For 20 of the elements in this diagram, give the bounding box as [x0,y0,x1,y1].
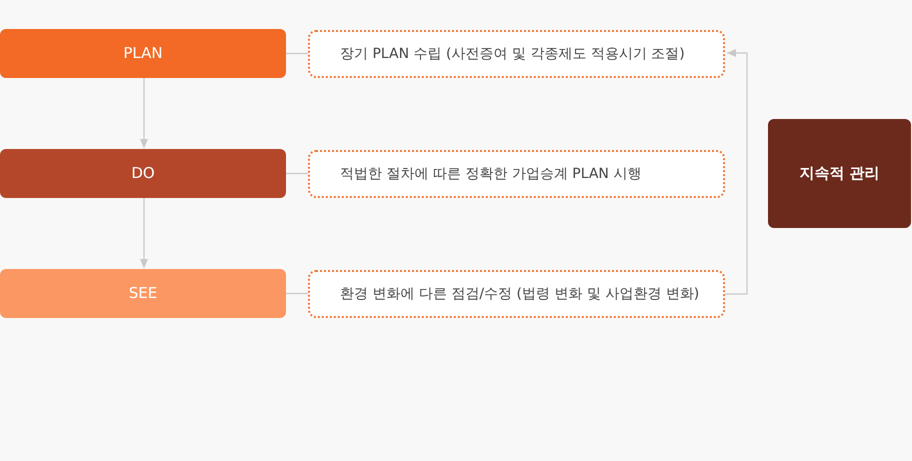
node-text: 지속적 관리 [799,163,880,184]
node-text: PLAN [123,43,163,64]
description-box [308,270,725,318]
description-box [308,150,725,198]
description-box [308,30,725,78]
step-box [0,149,286,198]
node-text: 환경 변화에 다른 점검/수정 (법령 변화 및 사업환경 변화) [340,284,700,304]
arrow [140,78,148,148]
connector-line [286,292,308,294]
step-box [0,269,286,318]
node-text: DO [131,163,155,184]
connector-line [286,172,308,174]
node-text: 장기 PLAN 수립 (사전증여 및 각종제도 적용시기 조절) [340,44,685,64]
step-box [0,29,286,78]
node-text: SEE [128,283,158,304]
connector-line [286,52,308,54]
arrow [140,198,148,268]
summary-box [768,119,911,228]
node-text: 적법한 절차에 따른 정확한 가업승계 PLAN 시행 [340,164,642,184]
arrow [725,49,748,295]
